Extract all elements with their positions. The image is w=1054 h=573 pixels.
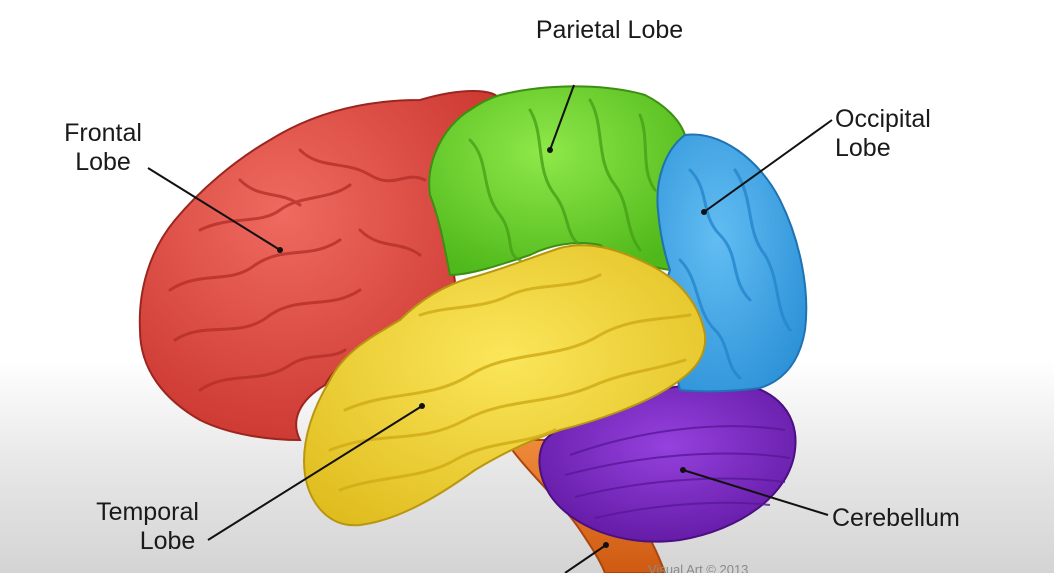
watermark: Visual Art © 2013 [648,562,749,573]
leader-lines [147,84,833,573]
label-cerebellum-line1: Cerebellum [832,504,960,532]
label-temporal-line1: Temporal [96,498,199,526]
label-occipital-line1: Occipital [835,105,931,133]
label-frontal-line2: Lobe [75,148,131,176]
label-temporal-line2: Lobe [139,527,196,555]
label-frontal-lobe: Frontal Lobe [48,119,158,177]
label-parietal-lobe: Parietal Lobe [512,16,707,45]
leader-line-cerebellum [682,469,829,516]
leader-line-occipital [703,119,833,213]
label-cerebellum: Cerebellum [832,504,992,533]
leader-line-parietal [549,84,575,151]
label-frontal-line1: Frontal [64,119,142,147]
leader-line-temporal [207,405,423,541]
cerebellum-region [538,380,797,543]
leader-line-brainstem [564,544,607,573]
label-temporal-lobe: Temporal Lobe [80,498,215,556]
label-occipital-line2: Lobe [835,134,891,162]
parietal-lobe-region [428,85,687,277]
label-parietal-line1: Parietal Lobe [535,16,684,44]
label-occipital-lobe: Occipital Lobe [835,105,955,163]
leader-line-frontal [147,167,281,251]
temporal-lobe-region [303,244,707,527]
